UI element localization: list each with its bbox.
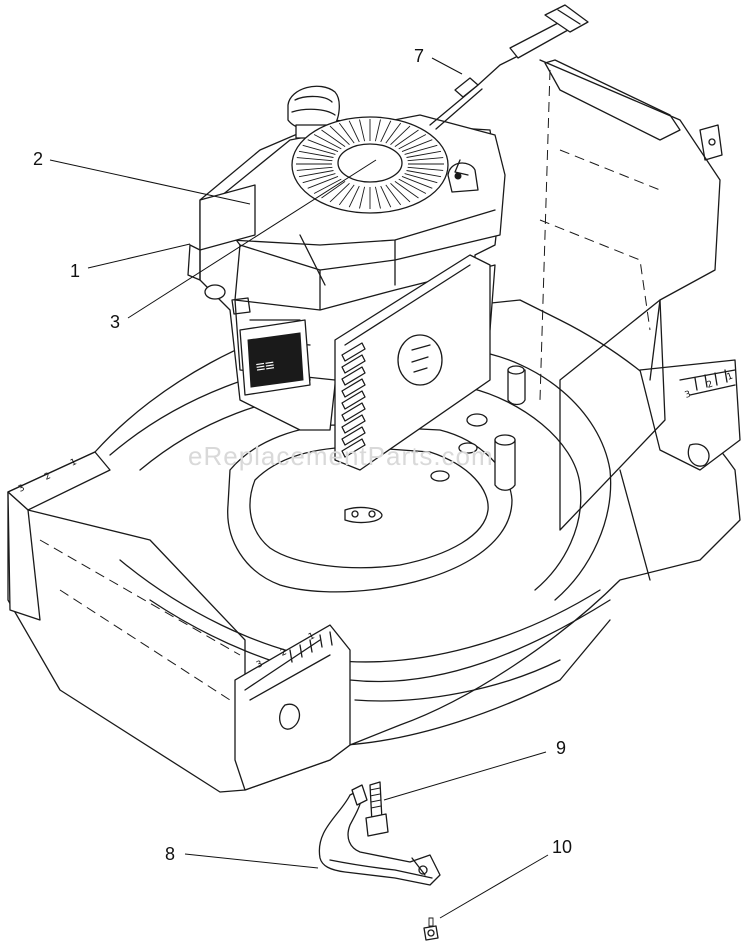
callout-7[interactable]: 7 — [414, 46, 463, 75]
muffler-louvre — [341, 414, 366, 434]
mower-deck — [7, 59, 741, 793]
starter-fin — [348, 120, 360, 143]
starter-fin — [302, 144, 336, 155]
scale-mark-2-front: 2 — [43, 471, 52, 482]
callout-3[interactable]: 3 — [110, 159, 377, 332]
starter-fin — [390, 125, 411, 146]
starter-fin — [338, 122, 355, 144]
callout-label-10: 10 — [552, 837, 572, 857]
muffler-louvre — [341, 402, 366, 422]
scale-mark-1-front: 1 — [69, 457, 78, 468]
muffler-louvre — [341, 378, 366, 398]
scale-mark-1-adjuster: 1 — [307, 631, 316, 642]
starter-fin — [390, 182, 411, 203]
starter-fin — [307, 139, 339, 153]
height-scale-front: 3 2 1 3 2 1 3 2 1 — [17, 371, 734, 670]
muffler-louvre — [341, 426, 366, 446]
callout-8[interactable]: 8 — [165, 844, 319, 869]
starter-fin — [338, 184, 355, 206]
starter-fin — [406, 170, 442, 178]
callout-1[interactable]: 1 — [70, 243, 191, 281]
starter-fin — [394, 129, 419, 147]
muffler-louvre — [341, 354, 366, 374]
starter-fin — [307, 175, 339, 189]
starter-fin — [401, 175, 433, 189]
scale-mark-3-rear: 3 — [684, 389, 693, 400]
starter-fin — [321, 129, 346, 147]
scale-mark-2-rear: 2 — [706, 379, 715, 390]
muffler-louvre — [341, 342, 366, 362]
starter-fin — [298, 150, 334, 158]
scale-mark-3-front: 3 — [17, 483, 26, 494]
starter-fin — [380, 120, 392, 143]
starter-fin — [394, 181, 419, 199]
starter-fin — [385, 184, 402, 206]
callout-label-9: 9 — [556, 738, 566, 758]
callout-9[interactable]: 9 — [383, 738, 566, 801]
starter-fin — [404, 173, 438, 184]
starter-fin — [298, 170, 334, 178]
starter-fin — [407, 157, 444, 162]
callout-label-8: 8 — [165, 844, 175, 864]
starter-fin — [374, 119, 381, 142]
watermark: eReplacementParts.com — [188, 441, 494, 471]
starter-fin — [313, 178, 342, 194]
starter-fin — [380, 185, 392, 208]
engine: ≡≡ — [187, 4, 589, 471]
starter-fin — [321, 181, 346, 199]
starter-fin — [296, 166, 333, 171]
starter-fin — [401, 139, 433, 153]
starter-fin — [359, 119, 366, 142]
starter-fin — [374, 186, 381, 209]
starter-fin — [329, 182, 350, 203]
starter-fin — [407, 166, 444, 171]
starter-fin — [348, 185, 360, 208]
starter-fin — [296, 157, 333, 162]
engine-brand-plate: ≡≡ — [255, 357, 276, 376]
starter-fin — [313, 134, 342, 150]
callout-label-3: 3 — [110, 312, 120, 332]
starter-fin — [359, 186, 366, 209]
callout-label-1: 1 — [70, 261, 80, 281]
muffler-louvre — [341, 438, 366, 458]
scale-mark-3-adjuster: 3 — [255, 659, 264, 670]
callout-label-2: 2 — [33, 149, 43, 169]
scale-mark-1-rear: 1 — [726, 371, 735, 382]
starter-fin — [302, 173, 336, 184]
starter-fin — [329, 125, 350, 146]
starter-fin — [398, 134, 427, 150]
starter-fin — [385, 122, 402, 144]
callout-2[interactable]: 2 — [33, 149, 251, 205]
callout-10[interactable]: 10 — [439, 837, 572, 919]
handle-bracket-assembly — [318, 781, 441, 941]
callout-label-7: 7 — [414, 46, 424, 66]
scale-mark-2-adjuster: 2 — [279, 647, 288, 658]
starter-fin — [404, 144, 438, 155]
callouts: 1 2 3 7 8 9 10 — [33, 46, 572, 919]
starter-fin — [406, 150, 442, 158]
muffler-louvre — [341, 390, 366, 410]
starter-fin — [398, 178, 427, 194]
muffler-louvre — [341, 366, 366, 386]
